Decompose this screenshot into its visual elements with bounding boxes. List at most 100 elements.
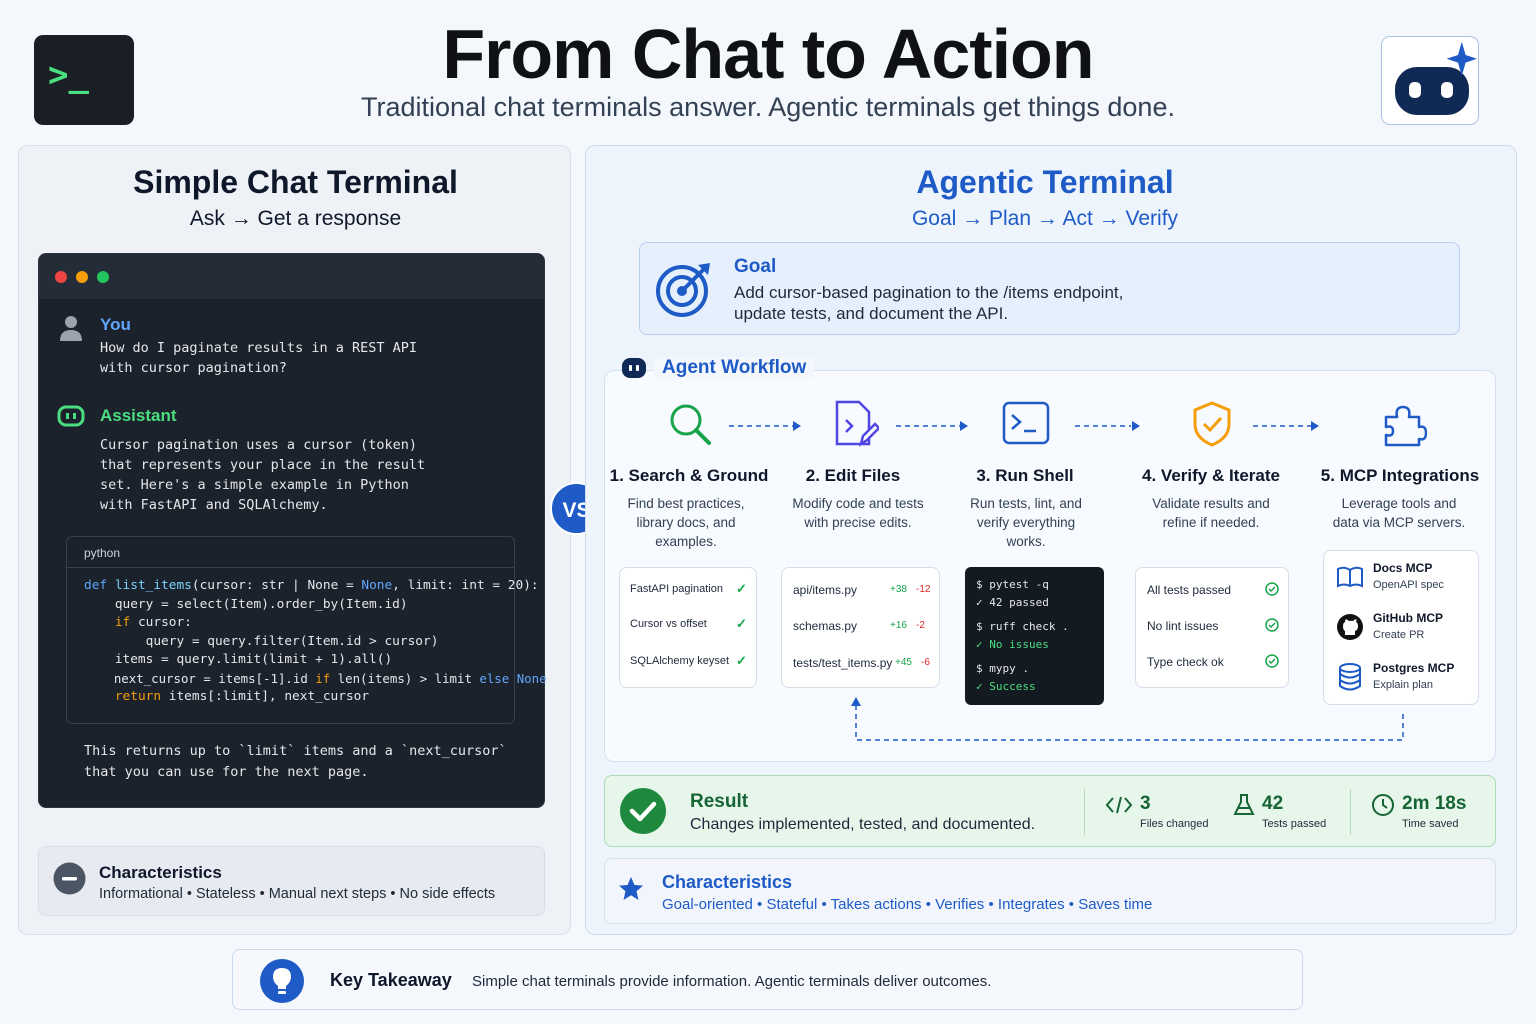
lightbulb-icon <box>260 959 304 1003</box>
assistant-message-line-3: set. Here's a simple example in Python <box>100 477 409 493</box>
result-text: Changes implemented, tested, and documen… <box>690 816 1036 833</box>
simple-characteristics-title: Characteristics <box>99 863 222 882</box>
code-line-3: if cursor: <box>114 615 192 630</box>
simple-characteristics-text: Informational • Stateless • Manual next … <box>99 886 496 902</box>
footer-message-line-2: that you can use for the next page. <box>84 764 369 780</box>
assistant-message-line-2: that represents your place in the result <box>100 457 426 473</box>
verify-results-card: All tests passed No lint issues Type che… <box>1135 567 1289 688</box>
minus-circle-icon <box>53 862 86 895</box>
agentic-characteristics-text: Goal-oriented • Stateful • Takes actions… <box>662 896 1153 913</box>
check-circle-icon <box>620 788 666 834</box>
code-line-2: query = select(Item).order_by(Item.id) <box>84 597 408 612</box>
divider <box>1084 789 1085 835</box>
terminal-logo-icon: >_ <box>34 35 134 125</box>
puzzle-icon <box>1384 405 1427 447</box>
stat-value: 42 <box>1262 793 1284 814</box>
check-circle-icon <box>1265 618 1279 632</box>
shield-check-icon <box>1193 401 1231 447</box>
lines-added: +16 <box>890 620 907 631</box>
search-icon <box>670 404 711 445</box>
check-circle-icon <box>1265 654 1279 668</box>
list-item: SQLAlchemy keyset <box>630 655 730 667</box>
takeaway-text: Simple chat terminals provide informatio… <box>472 973 992 990</box>
user-icon <box>60 316 82 341</box>
user-message-line-2: with cursor pagination? <box>100 360 287 376</box>
target-icon <box>656 263 710 317</box>
search-results-card: FastAPI pagination ✓ Cursor vs offset ✓ … <box>619 567 757 688</box>
iterate-loop-arrow <box>851 697 1404 741</box>
page-subtitle: Traditional chat terminals answer. Agent… <box>361 92 1175 122</box>
stat-label: Files changed <box>1140 818 1209 830</box>
list-item: FastAPI pagination <box>630 583 723 595</box>
mcp-name: Docs MCP <box>1373 561 1433 575</box>
file-name: api/items.py <box>793 583 858 597</box>
stat-value: 3 <box>1140 793 1151 814</box>
code-icon <box>1105 796 1133 814</box>
mcp-desc: OpenAPI spec <box>1373 579 1444 591</box>
user-message-line-1: How do I paginate results in a REST API <box>100 340 417 356</box>
agentic-subtitle: Goal → Plan → Act → Verify <box>911 207 1179 230</box>
list-item: All tests passed <box>1147 583 1232 597</box>
workflow-arrows <box>729 421 1319 431</box>
shell-output: ✓ 42 passed <box>976 596 1049 609</box>
minimize-dot-icon[interactable] <box>76 271 88 283</box>
key-takeaway-box: Key Takeaway Simple chat terminals provi… <box>232 949 1303 1010</box>
simple-chat-subtitle: Ask → Get a response <box>189 207 402 230</box>
check-icon: ✓ <box>736 581 747 596</box>
step-1-title: 1. Search & Ground <box>609 466 769 485</box>
mcp-name: Postgres MCP <box>1373 661 1455 675</box>
result-box: Result Changes implemented, tested, and … <box>604 775 1496 847</box>
close-dot-icon[interactable] <box>55 271 67 283</box>
edit-file-icon <box>835 400 879 447</box>
code-line-1: def list_items(cursor: str | None = None… <box>84 578 539 593</box>
shell-output-card: $ pytest -q ✓ 42 passed $ ruff check . ✓… <box>965 567 1104 705</box>
goal-text-line-2: update tests, and document the API. <box>734 304 1009 323</box>
list-item: Type check ok <box>1147 655 1224 669</box>
mcp-name: GitHub MCP <box>1373 611 1443 625</box>
shell-command: $ pytest -q <box>976 578 1049 591</box>
code-block: python def list_items(cursor: str | None… <box>66 536 547 724</box>
workflow-title: Agent Workflow <box>654 357 815 379</box>
page-title: From Chat to Action <box>442 15 1094 93</box>
terminal-logo-glyph: >_ <box>48 55 89 95</box>
agentic-characteristics-box: Characteristics Goal-oriented • Stateful… <box>604 858 1496 924</box>
book-icon <box>1337 566 1363 588</box>
agentic-title: Agentic Terminal <box>916 164 1174 200</box>
terminal-title-bar <box>39 254 544 299</box>
code-divider <box>67 567 514 568</box>
clock-icon <box>1372 794 1394 816</box>
lines-added: +45 <box>895 657 912 668</box>
lines-removed: -12 <box>916 584 931 595</box>
goal-text-line-1: Add cursor-based pagination to the /item… <box>734 283 1124 302</box>
check-icon: ✓ <box>736 653 747 668</box>
code-line-7: return items[:limit], next_cursor <box>114 689 370 704</box>
lines-removed: -6 <box>921 657 930 668</box>
simple-chat-title: Simple Chat Terminal <box>133 164 458 200</box>
list-item: No lint issues <box>1147 619 1219 633</box>
assistant-message-line-4: with FastAPI and SQLAlchemy. <box>100 497 328 513</box>
lines-added: +38 <box>890 584 907 595</box>
stat-label: Time saved <box>1402 818 1459 830</box>
mcp-desc: Create PR <box>1373 629 1425 641</box>
robot-logo-icon <box>1381 36 1479 125</box>
file-name: tests/test_items.py <box>793 656 893 670</box>
shell-output: ✓ Success <box>976 680 1036 693</box>
footer-message-line-1: This returns up to `limit` items and a `… <box>84 743 507 759</box>
stat-value: 2m 18s <box>1402 793 1467 814</box>
goal-title: Goal <box>734 256 777 277</box>
terminal-icon <box>1002 401 1050 445</box>
goal-box: Goal Add cursor-based pagination to the … <box>639 242 1460 335</box>
result-title: Result <box>690 791 749 812</box>
step-4-title: 4. Verify & Iterate <box>1142 466 1280 485</box>
shell-command: $ mypy . <box>976 662 1029 675</box>
maximize-dot-icon[interactable] <box>97 271 109 283</box>
star-icon <box>619 877 643 900</box>
mcp-servers-card: Docs MCP OpenAPI spec GitHub MCP Create … <box>1323 550 1479 705</box>
simple-characteristics-box: Characteristics Informational • Stateles… <box>38 846 545 916</box>
flask-icon <box>1233 794 1255 815</box>
